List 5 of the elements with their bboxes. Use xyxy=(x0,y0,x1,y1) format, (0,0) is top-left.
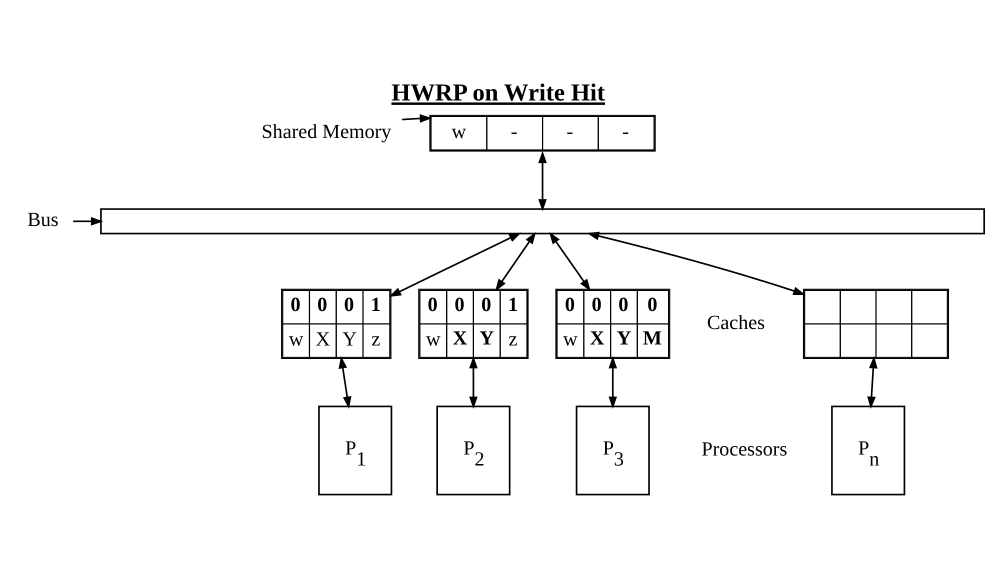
diagram-title: HWRP on Write Hit xyxy=(391,79,606,106)
node-text: Bus xyxy=(27,209,59,232)
label: Processors xyxy=(701,438,788,460)
node-text: Shared Memory xyxy=(262,121,392,144)
label: Caches xyxy=(707,312,765,334)
